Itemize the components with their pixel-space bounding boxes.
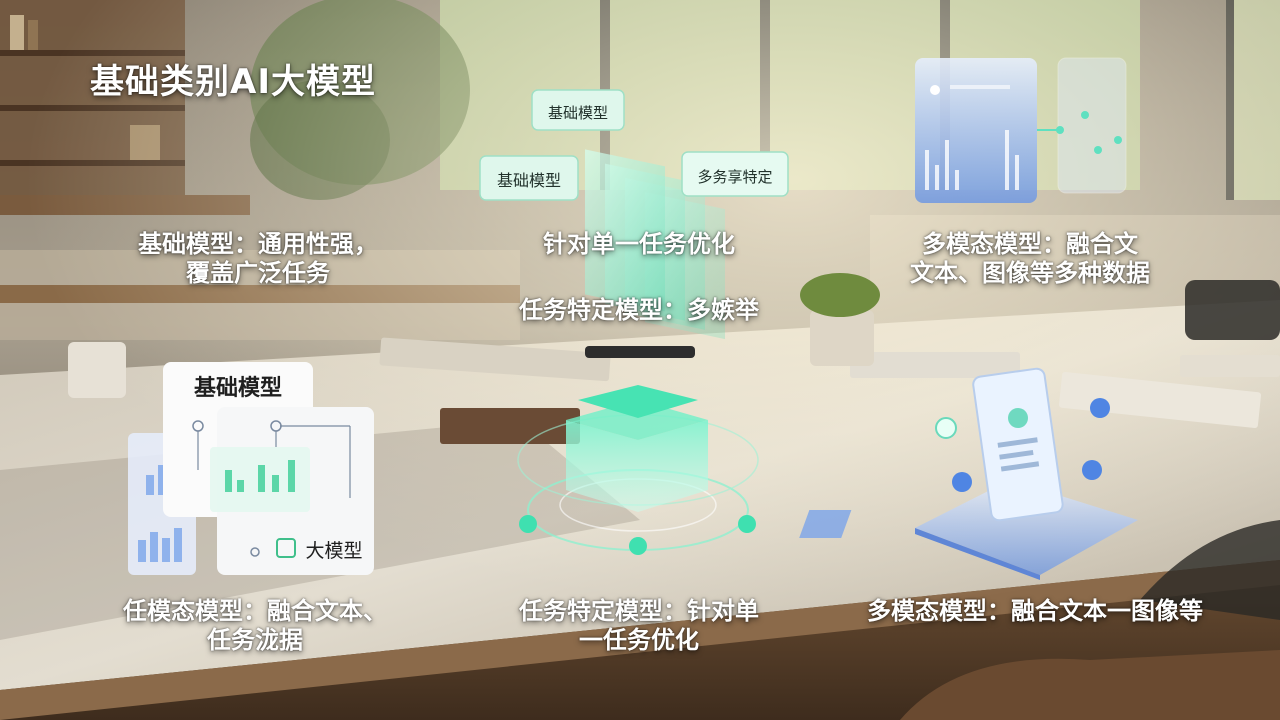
layers-tag-b-text: 基础模型 — [497, 171, 561, 190]
caption-bottom-left-line1: 任模态模型：融合文本、 — [123, 597, 387, 625]
layers-tag-b — [479, 155, 579, 201]
caption-top-left: 基础模型：通用性强， 覆盖广泛任务 — [108, 230, 408, 289]
caption-bottom-center-line2: 一任务优化 — [579, 626, 699, 655]
desk-items — [68, 273, 1280, 720]
caption-bottom-left-line2: 任务泷据 — [207, 626, 303, 655]
layers-tag-a — [531, 89, 625, 131]
caption-bottom-center-line1: 任务特定模型：针对单 — [519, 597, 759, 625]
caption-top-center-2: 任务特定模型：多嫉举 — [519, 296, 759, 324]
card-title: 基础模型 — [194, 376, 282, 401]
caption-top-right-line1: 多模态模型：融合文 — [922, 230, 1138, 258]
node-icon — [1090, 398, 1110, 418]
caption-bottom-center: 任务特定模型：针对单 一任务优化 — [480, 597, 798, 656]
task-model-cube-graphic — [517, 385, 759, 555]
layers-tag-c — [681, 151, 789, 197]
layers-tag-a-text: 基础模型 — [548, 104, 608, 122]
multimodal-device-graphic — [799, 367, 1138, 580]
layers-graphic: 基础模型 基础模型 多务享特定 — [479, 89, 789, 340]
base-model-card-graphic: 基础模型 大模型 — [128, 362, 374, 575]
caption-top-left-line2: 覆盖广泛任务 — [186, 259, 330, 288]
layers-tag-c-text: 多务享特定 — [697, 168, 772, 186]
model-badge-icon — [276, 538, 296, 558]
caption-bottom-right: 多模态模型：融合文本一图像等 — [835, 597, 1235, 626]
image-icon — [952, 472, 972, 492]
caption-top-left-line1: 基础模型：通用性强， — [138, 230, 378, 258]
card-badge-label: 大模型 — [305, 540, 362, 562]
multimodal-dashboard-graphic — [915, 57, 1127, 203]
sync-icon — [935, 417, 957, 439]
caption-top-right: 多模态模型：融合文 文本、图像等多种数据 — [870, 230, 1190, 289]
page-title: 基础类别AI大模型 — [90, 62, 376, 102]
caption-top-center-1: 针对单一任务优化 — [543, 230, 735, 258]
caption-top-right-line2: 文本、图像等多种数据 — [910, 259, 1150, 288]
caption-bottom-right-line1: 多模态模型：融合文本一图像等 — [867, 597, 1203, 625]
text-icon — [1082, 460, 1102, 480]
caption-bottom-left: 任模态模型：融合文本、 任务泷据 — [95, 597, 415, 656]
